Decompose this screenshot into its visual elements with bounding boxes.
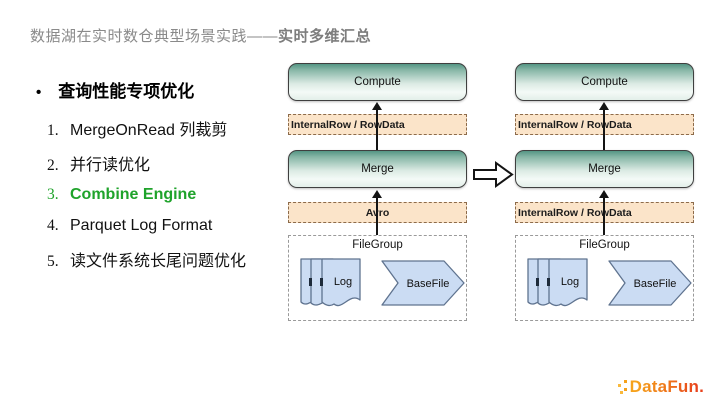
list-item-2-number: 2. — [47, 157, 59, 174]
arrowhead-up-icon — [599, 102, 609, 110]
arrow-merge-to-compute — [603, 109, 605, 150]
log-files-icon: Log — [300, 258, 361, 307]
arrow-merge-to-compute — [376, 109, 378, 150]
logo-text: DataFun. — [629, 377, 704, 396]
list-item-4: 4. Parquet Log Format — [47, 217, 212, 235]
compute-box: Compute — [515, 63, 694, 101]
list-item-2: 2. 并行读优化 — [47, 151, 150, 175]
filegroup-label: FileGroup — [352, 239, 403, 251]
slide-title-regular: 数据湖在实时数仓典型场景实践—— — [30, 28, 279, 45]
list-item-1: 1. MergeOnRead 列裁剪 — [47, 116, 227, 140]
basefile-label: BaseFile — [407, 278, 450, 290]
list-item-3-number: 3. — [47, 186, 59, 203]
arrowhead-up-icon — [372, 190, 382, 198]
bullet-icon: • — [36, 84, 42, 101]
list-item-4-label: Parquet Log Format — [70, 217, 213, 234]
list-header: • 查询性能专项优化 — [36, 77, 194, 102]
list-item-3: 3. Combine Engine — [47, 186, 196, 204]
list-item-4-number: 4. — [47, 217, 59, 234]
filegroup-container: FileGroup Log BaseFile — [288, 235, 467, 321]
list-item-2-label: 并行读优化 — [70, 157, 151, 174]
arrowhead-up-icon — [599, 190, 609, 198]
list-header-label: 查询性能专项优化 — [58, 82, 195, 101]
slide-title: 数据湖在实时数仓典型场景实践——实时多维汇总 — [30, 25, 371, 46]
filegroup-label: FileGroup — [579, 239, 630, 251]
arrow-filegroup-to-merge — [603, 197, 605, 235]
log-files-icon: Log — [527, 258, 588, 307]
list-item-5-label: 读文件系统长尾问题优化 — [70, 253, 247, 270]
list-item-1-label: MergeOnRead 列裁剪 — [70, 122, 228, 139]
diagram-after-optimization: Compute InternalRow / RowData Merge Inte… — [515, 63, 694, 325]
compute-box: Compute — [288, 63, 467, 101]
arrow-filegroup-to-merge — [376, 197, 378, 235]
logo-dots-icon — [617, 377, 630, 397]
merge-box: Merge — [288, 150, 467, 188]
diagram-before-optimization: Compute InternalRow / RowData Merge Avro… — [288, 63, 467, 325]
basefile-icon: BaseFile — [381, 260, 465, 306]
list-item-5: 5. 读文件系统长尾问题优化 — [47, 247, 246, 271]
transform-arrow-icon — [473, 161, 514, 188]
datafun-logo: DataFun. — [617, 377, 704, 397]
basefile-label: BaseFile — [634, 278, 677, 290]
log-label: Log — [334, 276, 352, 288]
merge-box: Merge — [515, 150, 694, 188]
log-label: Log — [561, 276, 579, 288]
list-item-1-number: 1. — [47, 122, 59, 139]
list-item-3-label: Combine Engine — [70, 186, 197, 203]
arrowhead-up-icon — [372, 102, 382, 110]
slide-title-bold: 实时多维汇总 — [278, 28, 372, 45]
filegroup-container: FileGroup Log BaseFile — [515, 235, 694, 321]
list-item-5-number: 5. — [47, 253, 59, 270]
basefile-icon: BaseFile — [608, 260, 692, 306]
